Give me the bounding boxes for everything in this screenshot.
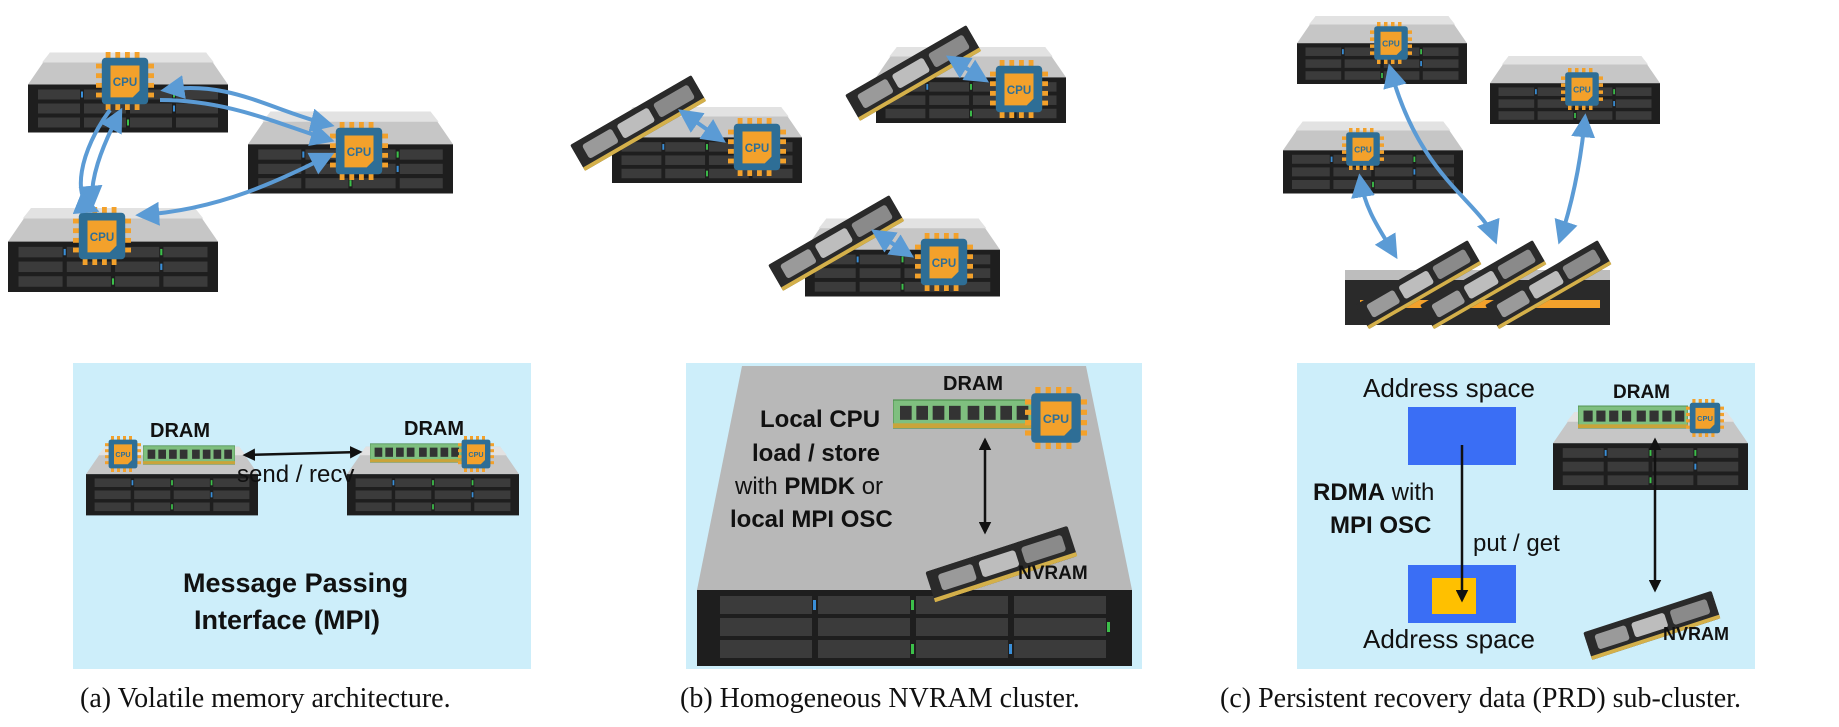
cpu-chip-icon xyxy=(105,436,141,472)
dram-label-right: DRAM xyxy=(404,418,464,440)
rdma-line1: RDMA with xyxy=(1313,479,1434,507)
cpu-chip-icon xyxy=(1342,128,1384,170)
pmdk-text: PMDK xyxy=(784,473,856,500)
local-cpu-line4: local MPI OSC xyxy=(730,506,893,533)
dram-module-icon xyxy=(893,399,1033,429)
cpu-chip-icon xyxy=(1370,22,1412,64)
mpi-links xyxy=(72,75,335,226)
cpu-chip-icon xyxy=(1025,387,1087,449)
cpu-chip-icon xyxy=(96,52,154,110)
dram-label-left: DRAM xyxy=(150,420,210,442)
nvram-links xyxy=(678,55,990,258)
cpu-chip-icon xyxy=(330,122,388,180)
address-space-bottom-label: Address space xyxy=(1363,624,1535,654)
with-text: with xyxy=(735,473,785,500)
mpi-title-line2: Interface (MPI) xyxy=(194,605,381,635)
nvram-label: NVRAM xyxy=(1018,563,1088,584)
panel-a-cluster xyxy=(8,52,453,292)
dram-module-icon xyxy=(143,445,235,465)
dram-module-icon xyxy=(370,443,462,463)
dram-module-icon xyxy=(1578,405,1688,429)
send-recv-label: send / recv xyxy=(237,461,355,488)
caption-c: (c) Persistent recovery data (PRD) sub-c… xyxy=(1220,683,1741,714)
dram-label-c: DRAM xyxy=(1613,382,1670,403)
rdma-text: RDMA xyxy=(1313,479,1385,506)
put-get-label: put / get xyxy=(1473,530,1560,557)
mpi-osc-label: MPI OSC xyxy=(1330,512,1432,539)
caption-a: (a) Volatile memory architecture. xyxy=(80,683,451,714)
panel-b-cluster xyxy=(570,25,1066,297)
address-space-target-region xyxy=(1432,578,1476,614)
cpu-chip-icon xyxy=(73,207,131,265)
cpu-chip-icon xyxy=(915,233,973,291)
mpi-title-line1: Message Passing xyxy=(183,568,409,598)
panel-a-box xyxy=(73,363,531,669)
cpu-chip-icon xyxy=(1686,399,1724,437)
send-recv-arrow xyxy=(242,446,363,461)
rdma-links xyxy=(1351,63,1596,260)
local-cpu-line1: Local CPU xyxy=(760,406,881,433)
panel-c-cluster xyxy=(1283,16,1660,330)
dram-label: DRAM xyxy=(943,373,1003,395)
local-cpu-line2: load / store xyxy=(752,440,881,467)
caption-b: (b) Homogeneous NVRAM cluster. xyxy=(680,683,1080,714)
cpu-chip-icon xyxy=(990,60,1048,118)
nvram-label-c: NVRAM xyxy=(1663,624,1729,644)
cpu-chip-icon xyxy=(458,436,494,472)
or-text: or xyxy=(855,473,884,500)
local-cpu-line3: with PMDK or xyxy=(735,473,883,501)
with-text: with xyxy=(1385,479,1435,506)
address-space-top-label: Address space xyxy=(1363,373,1535,403)
cpu-chip-icon xyxy=(728,118,786,176)
cpu-chip-icon xyxy=(1561,68,1603,110)
